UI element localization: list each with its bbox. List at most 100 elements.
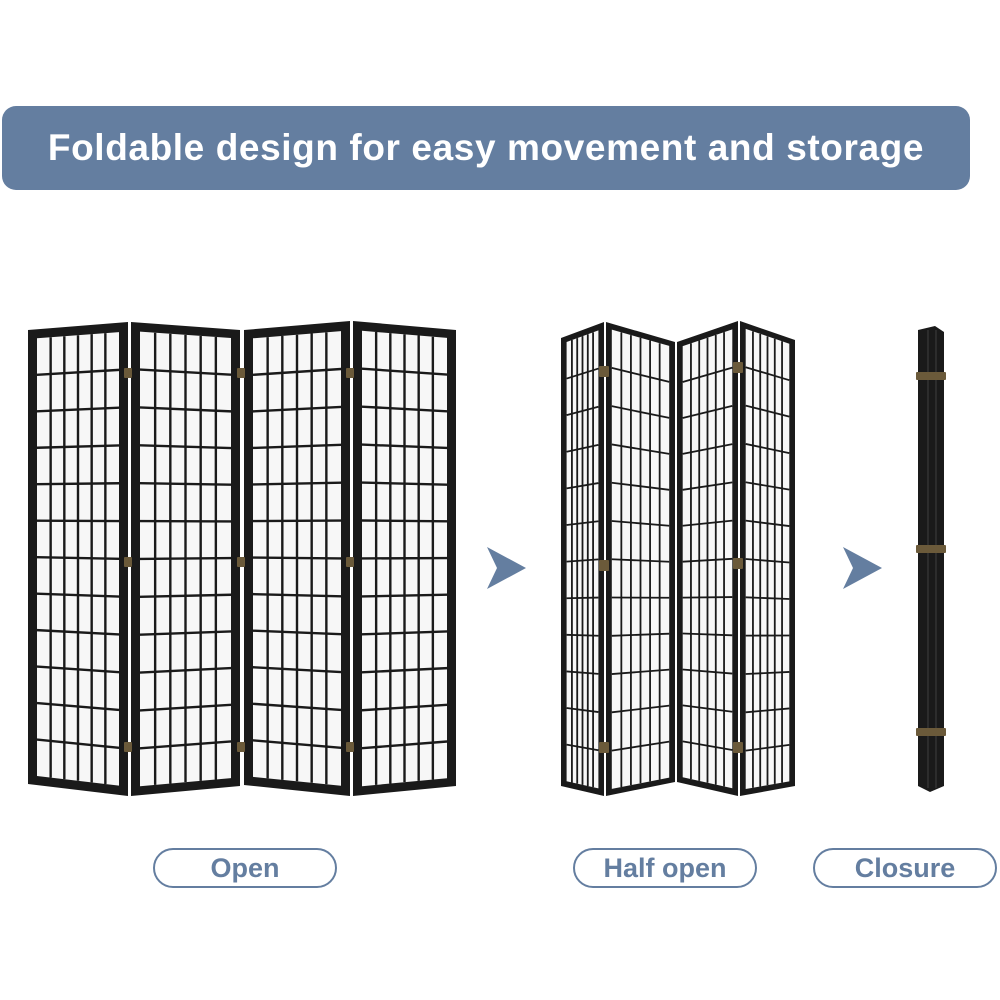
hinge <box>237 368 245 378</box>
lattice-bar <box>361 666 448 674</box>
half-open-label: Half open <box>603 852 727 883</box>
lattice-bar <box>252 405 342 413</box>
lattice-bar <box>139 481 232 486</box>
lattice-bar <box>566 405 599 417</box>
lattice-bar <box>252 629 342 636</box>
lattice-bar <box>139 593 232 598</box>
lattice-bar <box>566 743 599 752</box>
lattice-bar <box>361 593 448 598</box>
lattice-bar <box>566 633 599 637</box>
screen-half-open-illustration <box>561 321 795 796</box>
lattice-bar <box>566 482 599 490</box>
lattice-bar <box>611 704 670 714</box>
lattice-bar <box>252 702 342 712</box>
hinge <box>599 560 609 571</box>
screen-panel <box>353 321 456 796</box>
lattice-bar <box>611 632 670 637</box>
hinge <box>916 545 946 553</box>
hinge <box>237 742 245 752</box>
screen-panel <box>606 322 675 796</box>
lattice-bar <box>682 632 733 637</box>
lattice-bar <box>36 368 120 376</box>
screen-panel <box>677 321 738 796</box>
hinge <box>237 557 245 567</box>
lattice-bar <box>139 368 232 376</box>
lattice-bar <box>252 739 342 750</box>
hinge <box>124 368 132 378</box>
lattice-bar <box>361 703 448 712</box>
lattice-bar <box>611 740 670 752</box>
lattice-bar <box>252 367 342 377</box>
lattice-bar <box>139 703 232 712</box>
screen-panel <box>740 321 795 796</box>
lattice-bar <box>611 405 670 419</box>
hinge <box>124 742 132 752</box>
lattice-bar <box>682 366 733 383</box>
lattice-bar <box>611 367 670 383</box>
lattice-bar <box>745 443 790 455</box>
closure-label: Closure <box>854 852 956 883</box>
lattice-bar <box>682 481 733 491</box>
hinge <box>346 557 354 567</box>
lattice-bar <box>36 738 120 749</box>
screen-open-illustration <box>28 321 456 796</box>
lattice-bar <box>361 405 448 413</box>
page-title: Foldable design for easy movement and st… <box>47 127 925 168</box>
hinge <box>733 362 743 373</box>
lattice-bar <box>682 404 733 419</box>
lattice-bar <box>745 707 790 714</box>
lattice-bar <box>361 630 448 636</box>
lattice-bar <box>252 556 342 560</box>
lattice-bar <box>566 367 599 380</box>
lattice-bar <box>566 596 599 600</box>
lattice-bar <box>611 481 670 491</box>
lattice-bar <box>745 519 790 527</box>
hinge <box>599 366 609 377</box>
lattice-bar <box>139 556 232 561</box>
lattice-bar <box>745 366 790 382</box>
lattice-bar <box>361 443 448 450</box>
lattice-bar <box>252 481 342 486</box>
lattice-bar <box>745 481 790 491</box>
lattice-bar <box>139 444 232 450</box>
lattice-bar <box>745 404 790 418</box>
folded-panels <box>918 326 944 792</box>
lattice-bar <box>682 740 733 751</box>
hinge <box>124 557 132 567</box>
screen-panel <box>131 322 240 796</box>
screen-closed-illustration <box>916 326 946 792</box>
lattice-bar <box>745 743 790 752</box>
screen-panel <box>244 321 350 796</box>
lattice-bar <box>36 406 120 413</box>
lattice-bar <box>611 558 670 563</box>
lattice-bar <box>611 520 670 527</box>
lattice-bar <box>361 740 448 750</box>
lattice-bar <box>566 670 599 675</box>
lattice-bar <box>745 671 790 675</box>
hinge <box>916 728 946 736</box>
lattice-bar <box>36 665 120 674</box>
title-banner: Foldable design for easy movement and st… <box>2 106 970 190</box>
lattice-bar <box>682 443 733 455</box>
lattice-bar <box>36 701 120 712</box>
open-label-badge: Open <box>153 848 337 888</box>
lattice-bar <box>361 367 448 376</box>
lattice-bar <box>36 592 120 598</box>
lattice-bar <box>139 630 232 636</box>
screen-panel <box>561 322 604 796</box>
hinge <box>346 368 354 378</box>
lattice-bar <box>361 519 448 523</box>
lattice-bar <box>745 558 790 564</box>
lattice-bar <box>566 444 599 453</box>
lattice-bar <box>139 666 232 674</box>
half-open-label-badge: Half open <box>573 848 757 888</box>
screen-panel <box>28 322 128 796</box>
lattice-bar <box>682 557 733 563</box>
lattice-bar <box>611 668 670 675</box>
lattice-bar <box>611 443 670 455</box>
hinge <box>733 558 743 569</box>
lattice-bar <box>566 558 599 563</box>
closure-label-badge: Closure <box>813 848 997 888</box>
hinge <box>916 372 946 380</box>
